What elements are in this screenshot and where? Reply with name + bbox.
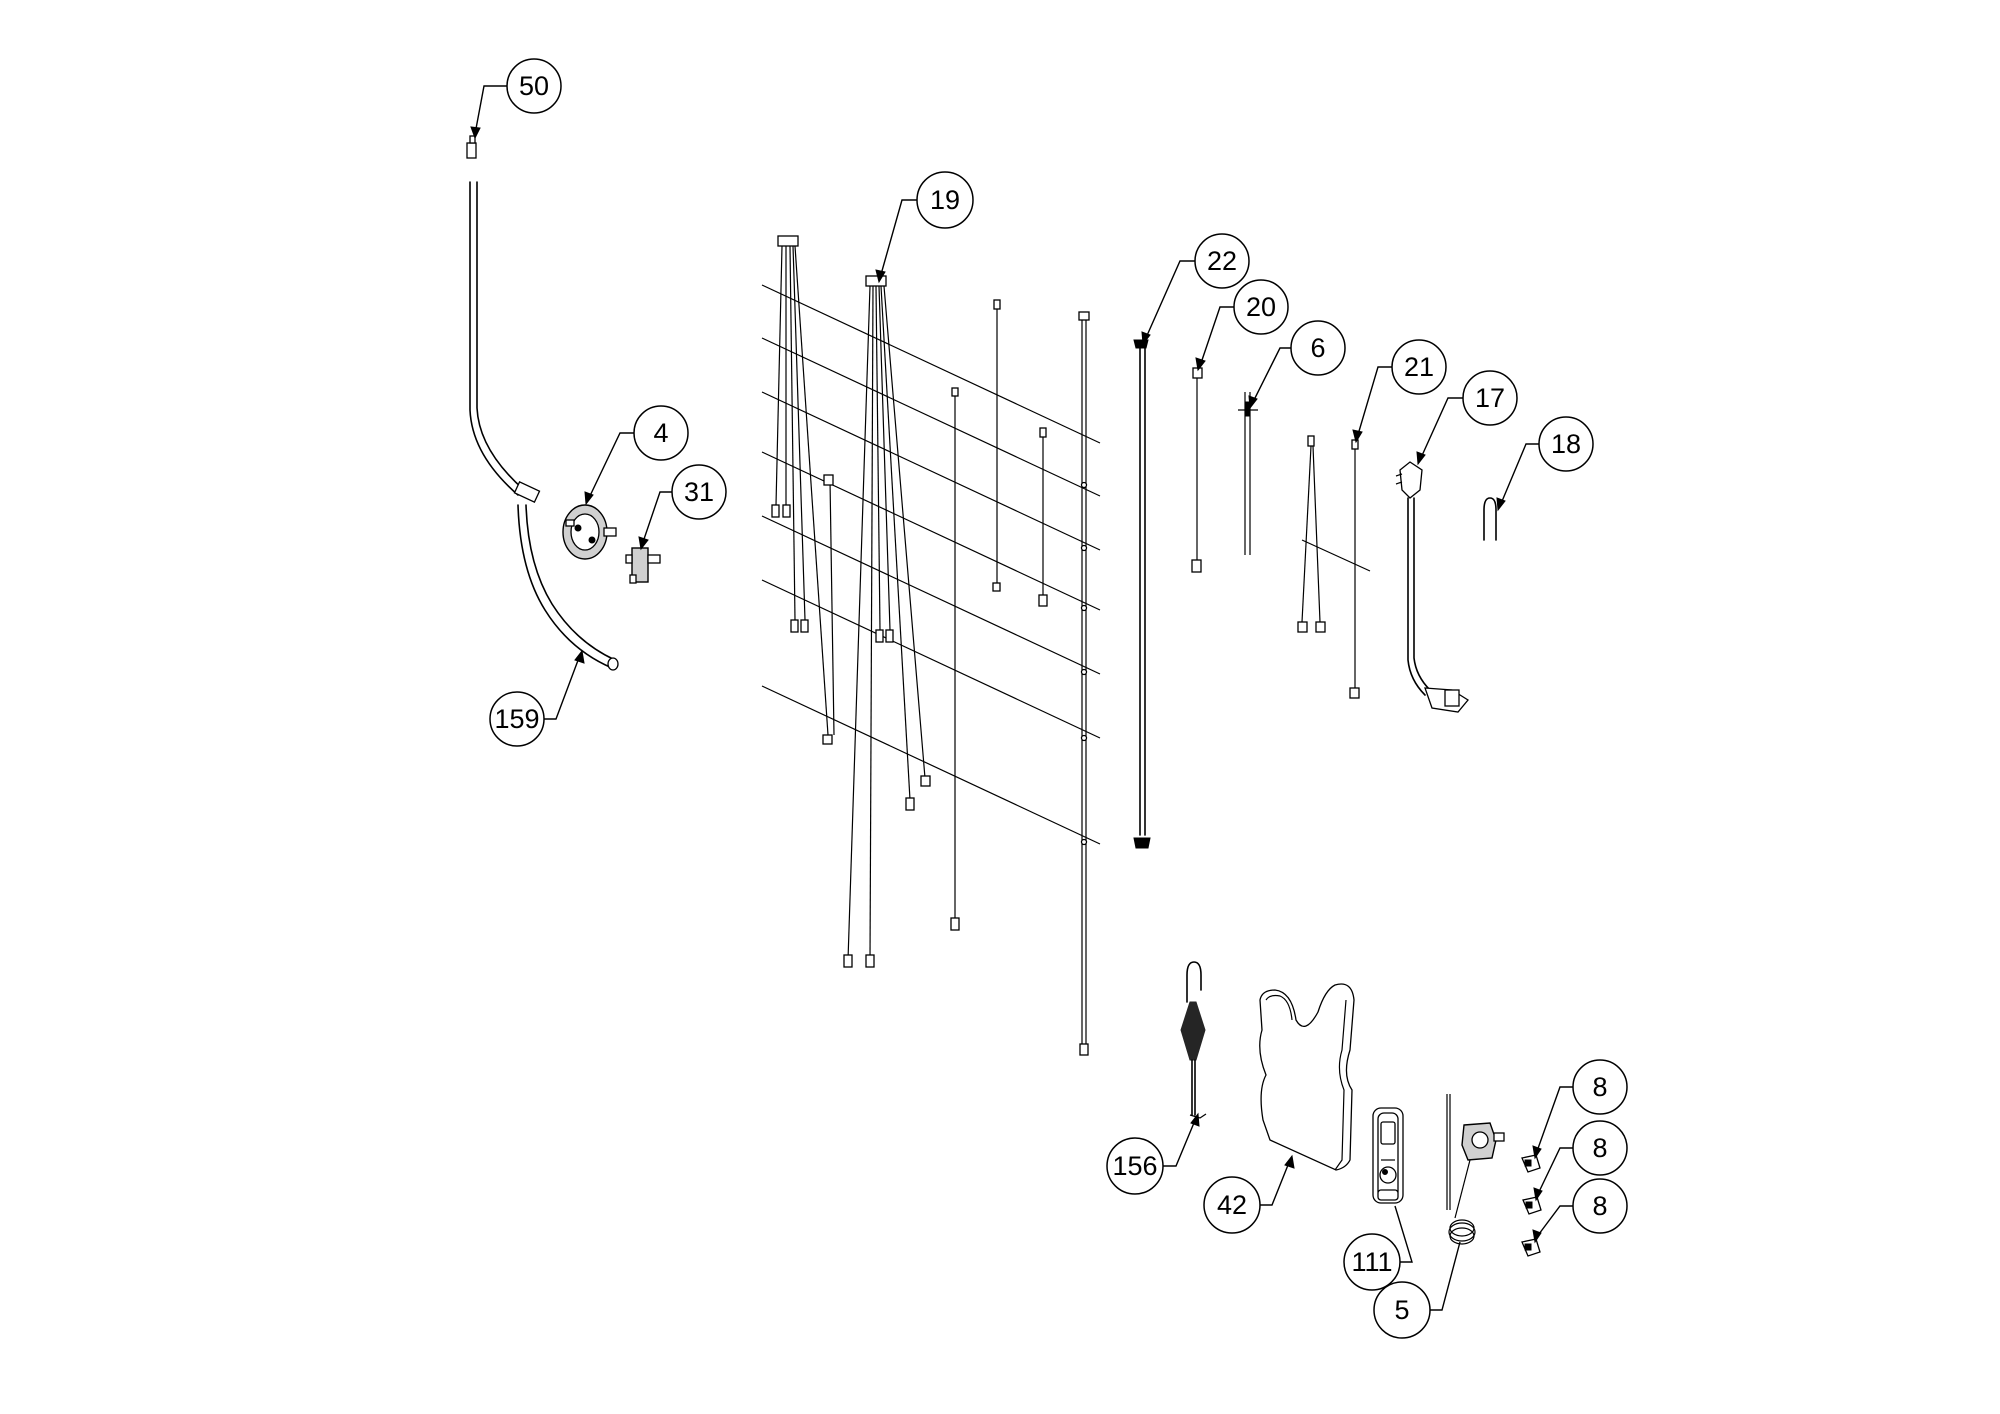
callout-label: 8 <box>1592 1191 1607 1221</box>
terminal-leads <box>1297 435 1371 633</box>
callout-19: 19 <box>916 171 974 229</box>
callout-label: 22 <box>1207 246 1237 276</box>
part-50-connector <box>466 135 477 159</box>
callout-label: 18 <box>1551 429 1581 459</box>
callout-label: 42 <box>1217 1190 1247 1220</box>
part-8-clip-a <box>1521 1154 1541 1173</box>
callout-111: 111 <box>1343 1233 1401 1291</box>
callout-159: 159 <box>489 691 545 747</box>
part-18-hook <box>1483 497 1497 541</box>
part-19-harness <box>843 275 931 968</box>
callout-50: 50 <box>506 58 562 114</box>
part-111-controller <box>1372 1107 1404 1204</box>
part-8-clip-b <box>1522 1196 1542 1215</box>
callout-label: 4 <box>653 418 668 448</box>
callout-label: 50 <box>519 71 549 101</box>
part-5-thermostat <box>1446 1094 1505 1245</box>
callout-31: 31 <box>671 464 727 520</box>
callout-label: 21 <box>1404 352 1434 382</box>
part-156-cable-gland <box>1180 961 1207 1119</box>
callout-label: 19 <box>930 185 960 215</box>
harness-guide-lines <box>761 284 1101 845</box>
part-6-sensor <box>1238 392 1258 555</box>
callout-21: 21 <box>1391 339 1447 395</box>
callout-label: 159 <box>494 704 539 734</box>
callout-8-top: 8 <box>1572 1059 1628 1115</box>
callout-8-bottom: 8 <box>1572 1178 1628 1234</box>
part-20-wire <box>1191 367 1203 573</box>
single-wires <box>950 299 1090 1056</box>
callout-6: 6 <box>1290 320 1346 376</box>
part-22-cable <box>1133 339 1151 849</box>
callout-label: 8 <box>1592 1133 1607 1163</box>
callout-label: 31 <box>684 477 714 507</box>
callout-18: 18 <box>1538 416 1594 472</box>
leader-lines <box>470 85 1573 1311</box>
part-17-power-cord <box>1395 461 1469 713</box>
part-8-clip-c <box>1521 1238 1541 1257</box>
part-21-wire <box>1349 439 1360 699</box>
callout-42: 42 <box>1203 1176 1261 1234</box>
callout-8-middle: 8 <box>1572 1120 1628 1176</box>
callout-4: 4 <box>633 405 689 461</box>
callout-label: 6 <box>1310 333 1325 363</box>
harness-a-wires <box>771 235 835 745</box>
part-31-clip <box>625 547 661 584</box>
callout-label: 5 <box>1394 1295 1409 1325</box>
part-159-hose <box>469 181 619 671</box>
callout-label: 156 <box>1112 1151 1157 1181</box>
callout-label: 8 <box>1592 1072 1607 1102</box>
callout-label: 111 <box>1351 1247 1392 1277</box>
part-42-insulation-pad <box>1259 983 1355 1171</box>
callout-22: 22 <box>1194 233 1250 289</box>
callout-5: 5 <box>1373 1281 1431 1339</box>
callout-17: 17 <box>1462 370 1518 426</box>
callout-label: 20 <box>1246 292 1276 322</box>
callout-156: 156 <box>1106 1137 1164 1195</box>
part-4-pressure-switch <box>562 504 617 560</box>
callout-label: 17 <box>1475 383 1505 413</box>
callout-20: 20 <box>1233 279 1289 335</box>
